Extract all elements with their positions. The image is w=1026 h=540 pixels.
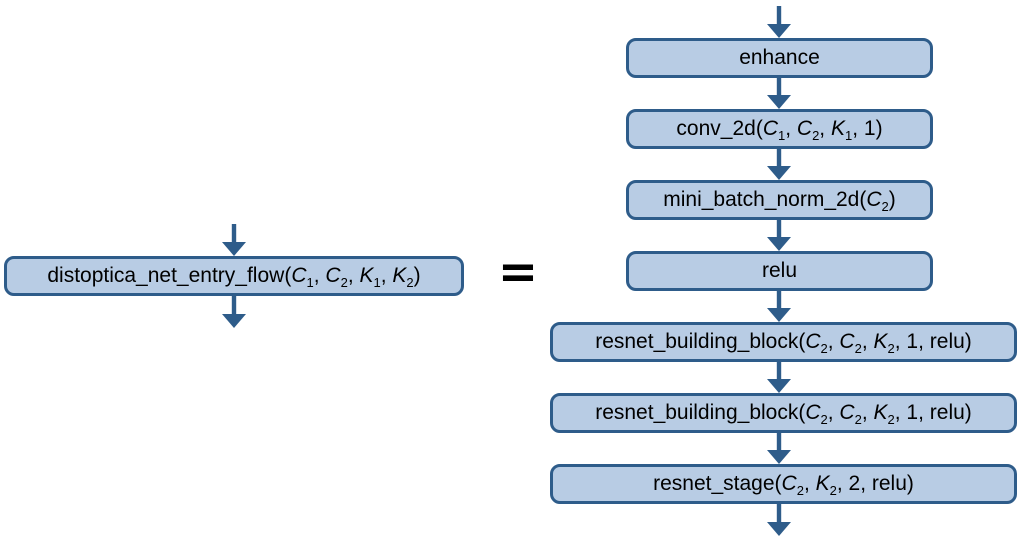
node-label: distoptica_net_entry_flow(C1, C2, K1, K2… [47,264,421,290]
arrow-down-icon [766,219,792,251]
arrow-down-icon [766,290,792,322]
arrow-down-icon [221,224,247,256]
node-resnet-stage: resnet_stage(C2, K2, 2, relu) [550,464,1017,504]
arrow-down-icon [766,432,792,464]
node-resnet-building-block-2: resnet_building_block(C2, C2, K2, 1, rel… [550,393,1017,433]
equals-sign: = [497,244,539,300]
node-resnet-building-block-1: resnet_building_block(C2, C2, K2, 1, rel… [550,322,1017,362]
node-mini-batch-norm-2d: mini_batch_norm_2d(C2) [626,180,933,220]
arrow-down-icon [766,148,792,180]
arrow-down-icon [766,77,792,109]
arrow-down-icon [221,296,247,328]
node-label: resnet_stage(C2, K2, 2, relu) [653,472,914,498]
node-label: conv_2d(C1, C2, K1, 1) [676,117,883,143]
node-label: enhance [739,46,820,69]
node-label: mini_batch_norm_2d(C2) [663,188,896,214]
node-distoptica-net-entry-flow: distoptica_net_entry_flow(C1, C2, K1, K2… [4,256,464,296]
arrow-down-icon [766,504,792,536]
arrow-down-icon [766,6,792,38]
node-label: relu [761,259,798,282]
node-label: resnet_building_block(C2, C2, K2, 1, rel… [595,401,972,427]
node-relu: relu [626,251,933,291]
node-enhance: enhance [626,38,933,78]
node-label: resnet_building_block(C2, C2, K2, 1, rel… [595,330,972,356]
node-conv-2d: conv_2d(C1, C2, K1, 1) [626,109,933,149]
arrow-down-icon [766,361,792,393]
